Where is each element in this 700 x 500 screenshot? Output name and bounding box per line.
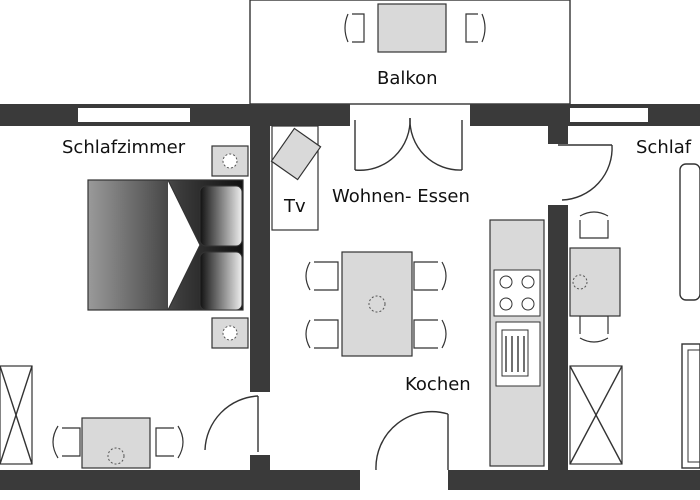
sink: [495, 321, 541, 387]
tv-cabinet: [270, 125, 322, 231]
nightstand-lamp-top: [211, 145, 249, 177]
door-entrance: [375, 410, 449, 471]
stove: [493, 269, 541, 317]
label-balkon: Balkon: [377, 68, 438, 89]
wall-top: [0, 104, 700, 126]
balcony-door: [354, 117, 463, 171]
dining-chair: [413, 261, 447, 291]
desk-left: [52, 417, 184, 469]
desk-right: [569, 211, 621, 343]
dining-table: [305, 251, 447, 357]
dining-chair: [305, 261, 339, 291]
bed-right-partial: [679, 163, 700, 301]
double-bed: [87, 179, 244, 311]
wardrobe-left: [0, 365, 33, 465]
dining-chair: [305, 319, 339, 349]
nightstand-lamp-bottom: [211, 317, 249, 349]
wardrobe-right: [569, 365, 623, 465]
shelf-right: [681, 343, 700, 469]
label-tv: Tv: [283, 196, 306, 217]
label-schlafzimmer-left: Schlafzimmer: [62, 137, 186, 158]
label-wohnen-essen: Wohnen- Essen: [332, 186, 470, 207]
balcony-outline: [249, 0, 571, 105]
door-right-bedroom: [558, 144, 613, 201]
interior-walls: [250, 126, 568, 490]
kitchen-counter: [489, 219, 545, 467]
door-left-bedroom: [204, 395, 259, 452]
wall-bottom: [0, 470, 700, 490]
label-schlafzimmer-right: Schlaf: [636, 137, 692, 158]
dining-chair: [413, 319, 447, 349]
balcony-table: [344, 3, 486, 53]
label-kochen: Kochen: [405, 374, 471, 395]
